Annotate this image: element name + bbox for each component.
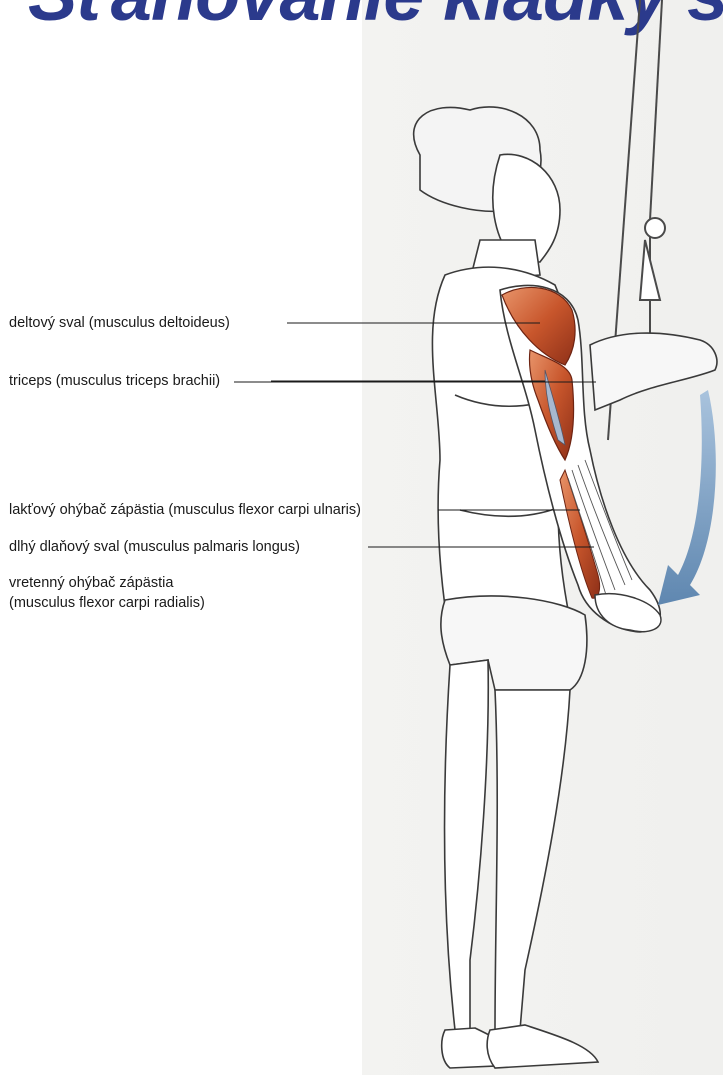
label-flexor-carpi-radialis-line1: vretenný ohýbač zápästia [9, 574, 173, 592]
label-flexor-carpi-radialis-line2: (musculus flexor carpi radialis) [9, 594, 205, 612]
label-flexor-carpi-ulnaris: lakťový ohýbač zápästia (musculus flexor… [9, 501, 361, 519]
label-deltoid: deltový sval (musculus deltoideus) [9, 314, 230, 332]
motion-arrow [658, 390, 716, 605]
label-palmaris-longus: dlhý dlaňový sval (musculus palmaris lon… [9, 538, 300, 556]
label-triceps: triceps (musculus triceps brachii) [9, 372, 220, 390]
